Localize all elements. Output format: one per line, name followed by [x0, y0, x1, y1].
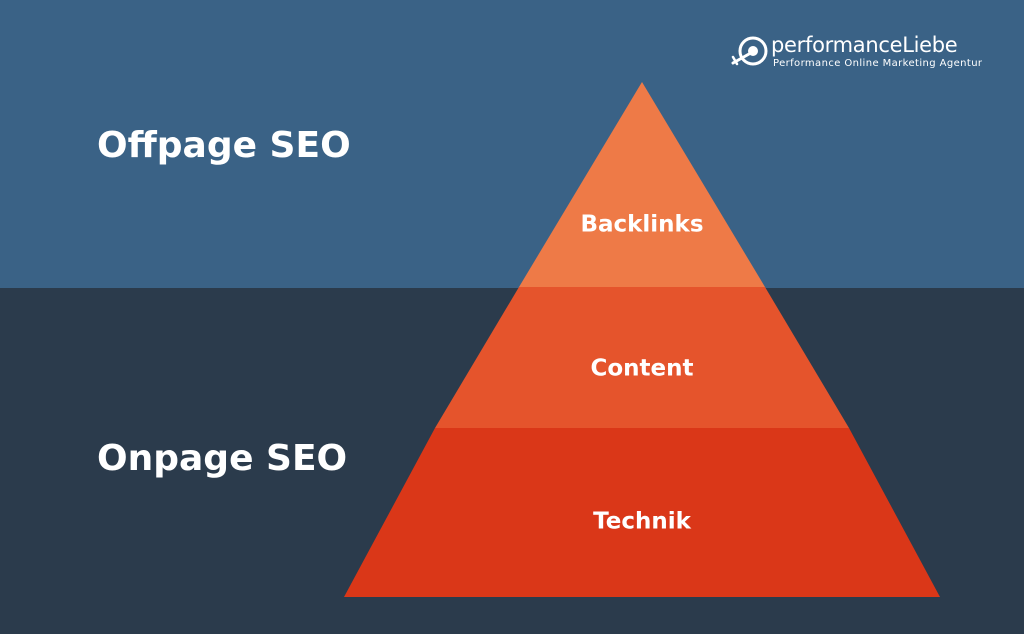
pyramid-label-backlinks: Backlinks: [580, 212, 703, 238]
pyramid-layer-technik: [344, 428, 940, 597]
performanceliebe-logo: performanceLiebe Performance Online Mark…: [731, 32, 991, 72]
pyramid-label-content: Content: [590, 356, 693, 382]
onpage-seo-label: Onpage SEO: [97, 438, 348, 479]
offpage-background: [0, 0, 1024, 288]
pyramid-layer-backlinks: [519, 82, 765, 287]
target-arrow-icon: [731, 36, 768, 66]
logo-name: performanceLiebe: [771, 33, 958, 57]
pyramid-layer-content: [435, 287, 849, 428]
offpage-seo-label: Offpage SEO: [97, 125, 351, 166]
logo-tagline: Performance Online Marketing Agentur: [773, 58, 983, 69]
pyramid-label-technik: Technik: [593, 509, 691, 535]
